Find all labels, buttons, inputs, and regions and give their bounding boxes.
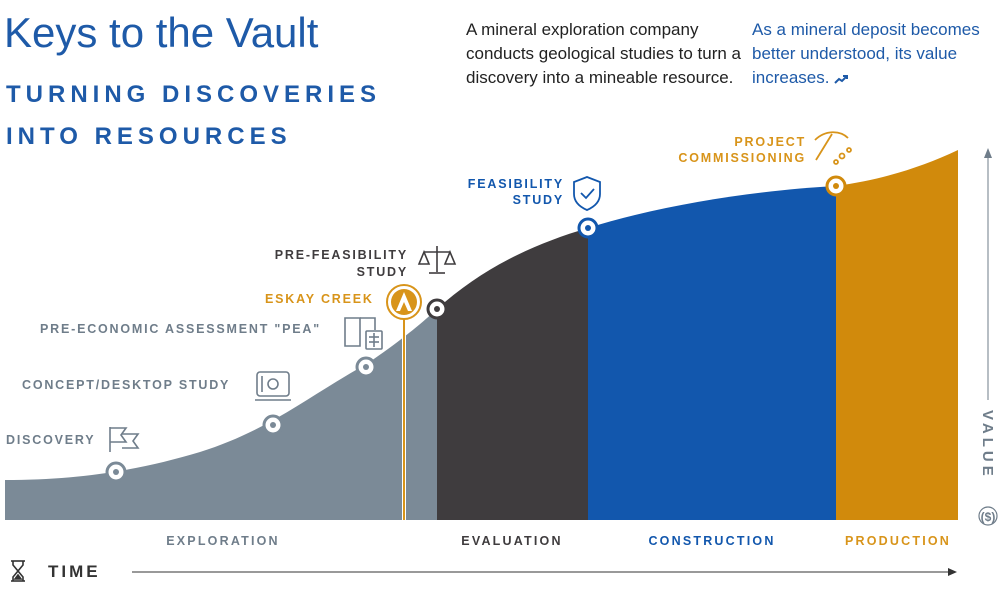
intro-text: A mineral exploration company conducts g… xyxy=(466,20,742,87)
prefeasibility-marker xyxy=(426,298,448,320)
discovery-marker xyxy=(105,461,127,483)
phase-production: PRODUCTION xyxy=(845,534,951,548)
book-calculator-icon xyxy=(344,317,383,350)
page-subtitle: TURNING DISCOVERIES INTO RESOURCES xyxy=(6,74,381,158)
dollar-icon xyxy=(978,506,998,526)
value-note-text: As a mineral deposit becomes better unde… xyxy=(752,20,980,87)
subtitle-line-1: TURNING DISCOVERIES xyxy=(6,81,382,108)
production-area xyxy=(836,150,958,520)
prefeasibility-label-1: PRE-FEASIBILITY xyxy=(275,248,408,262)
shield-check-icon xyxy=(573,176,601,211)
feasibility-label-1: FEASIBILITY xyxy=(468,177,564,191)
eskay-creek-label: ESKAY CREEK xyxy=(265,292,374,306)
prefeasibility-label-2: STUDY xyxy=(357,265,408,279)
commissioning-label-2: COMMISSIONING xyxy=(678,151,806,165)
blueprint-icon xyxy=(255,371,291,401)
scales-icon xyxy=(417,246,457,274)
subtitle-line-2: INTO RESOURCES xyxy=(6,123,292,150)
flag-icon xyxy=(109,427,140,452)
commissioning-marker xyxy=(825,175,847,197)
page-title: Keys to the Vault xyxy=(4,9,319,56)
pea-marker xyxy=(355,356,377,378)
value-axis-label: VALUE xyxy=(979,410,996,480)
concept-marker xyxy=(262,414,284,436)
value-note: As a mineral deposit becomes better unde… xyxy=(752,18,1000,90)
time-axis-label: TIME xyxy=(48,562,101,581)
phase-construction: CONSTRUCTION xyxy=(648,534,775,548)
construction-area xyxy=(588,186,836,520)
evaluation-area xyxy=(437,228,588,520)
concept-label: CONCEPT/DESKTOP STUDY xyxy=(22,378,230,392)
phase-exploration: EXPLORATION xyxy=(166,534,280,548)
feasibility-marker xyxy=(577,217,599,239)
pea-label: PRE-ECONOMIC ASSESSMENT "PEA" xyxy=(40,322,321,336)
pickaxe-icon xyxy=(814,131,852,165)
discovery-label: DISCOVERY xyxy=(6,433,95,447)
commissioning-label-1: PROJECT xyxy=(734,135,806,149)
value-axis-unit: ($) xyxy=(981,510,996,524)
exploration-area xyxy=(5,309,437,520)
hourglass-icon xyxy=(11,560,25,582)
phase-evaluation: EVALUATION xyxy=(461,534,562,548)
feasibility-label-2: STUDY xyxy=(513,193,564,207)
trend-icon xyxy=(834,74,849,84)
company-logo xyxy=(386,284,422,320)
